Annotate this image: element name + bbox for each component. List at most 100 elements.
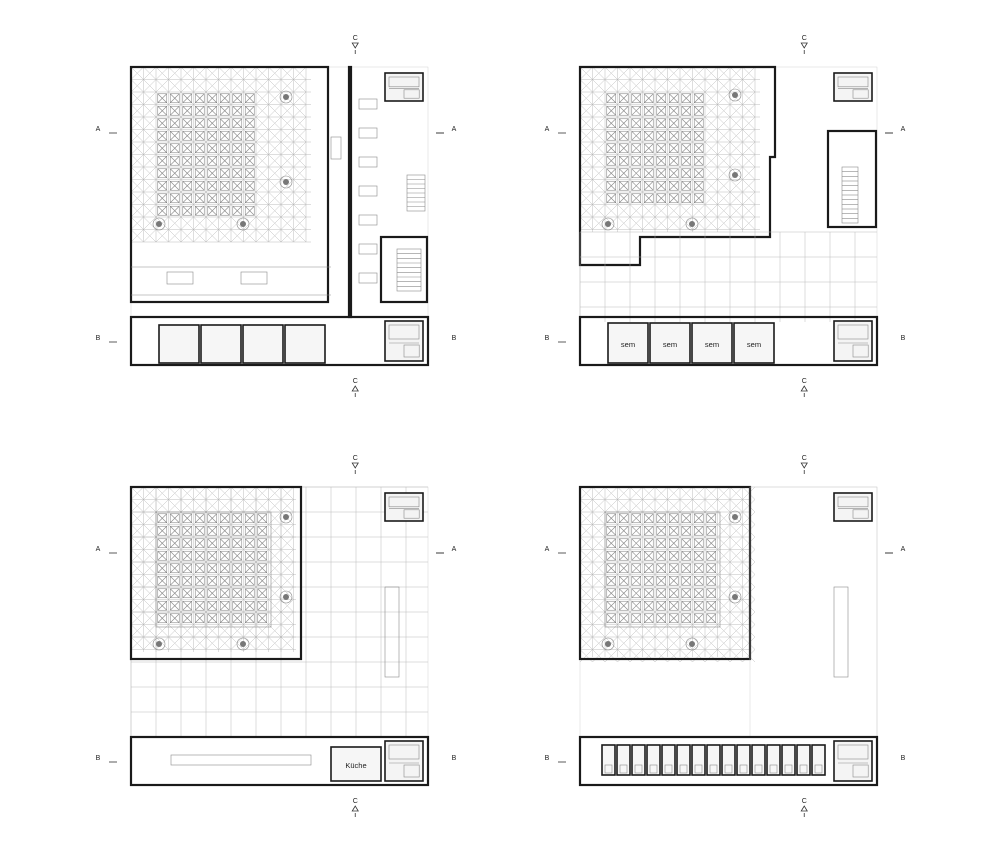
seminar-room-label: sem <box>747 340 761 349</box>
hall-wall <box>129 485 303 661</box>
guest-cell <box>691 744 706 776</box>
parking-bay <box>358 185 378 197</box>
column <box>685 217 699 231</box>
vehicle <box>330 136 342 160</box>
cut-label-right-b: B <box>901 755 906 762</box>
seminar-room-label: sem <box>621 340 635 349</box>
service-core <box>833 72 873 102</box>
hall-wall <box>578 65 777 267</box>
section-marker: C <box>351 455 359 474</box>
cut-label-left-b: B <box>545 335 550 342</box>
guest-cell <box>781 744 796 776</box>
column <box>728 168 742 182</box>
svg-text:C: C <box>802 455 807 462</box>
guest-cell <box>631 744 646 776</box>
seminar-room <box>733 322 775 364</box>
cut-label-right-b: B <box>901 335 906 342</box>
section-marker: C <box>800 35 808 54</box>
room-row <box>129 315 430 367</box>
svg-text:C: C <box>802 378 807 385</box>
parking-bay <box>358 127 378 139</box>
seminar-room <box>691 322 733 364</box>
svg-text:C: C <box>353 798 358 805</box>
cut-label-right-a: A <box>452 126 457 133</box>
cut-label-right-a: A <box>901 546 906 553</box>
bench <box>240 271 268 285</box>
cut-label-right-b: B <box>452 755 457 762</box>
stair <box>396 248 422 292</box>
ceiling-coffers <box>157 93 255 216</box>
seminar-room <box>607 322 649 364</box>
column <box>728 88 742 102</box>
ceiling-coffers <box>157 513 268 624</box>
skylight <box>384 586 400 678</box>
room <box>158 324 200 364</box>
kitchen <box>330 746 382 782</box>
column <box>601 637 615 651</box>
guest-cell <box>661 744 676 776</box>
stair-enclosure <box>826 129 878 229</box>
ceiling-coffers <box>606 513 717 624</box>
room <box>200 324 242 364</box>
seminar-room-label: sem <box>663 340 677 349</box>
ceiling-coffers <box>606 93 704 204</box>
svg-text:C: C <box>353 35 358 42</box>
service-core <box>833 320 873 362</box>
stair <box>841 166 859 224</box>
room <box>284 324 326 364</box>
cut-label-left-a: A <box>96 126 101 133</box>
cut-label-right-b: B <box>452 335 457 342</box>
long-table <box>170 754 312 766</box>
room-row <box>578 735 879 787</box>
kitchen-label: Küche <box>345 761 366 770</box>
column <box>685 637 699 651</box>
column <box>279 175 293 189</box>
column <box>236 637 250 651</box>
cut-label-left-b: B <box>545 755 550 762</box>
section-marker: C <box>351 798 359 817</box>
column <box>279 510 293 524</box>
service-core <box>384 320 424 362</box>
bench <box>166 271 194 285</box>
column <box>152 217 166 231</box>
service-core <box>384 740 424 782</box>
skylight <box>833 586 849 678</box>
section-marker: C <box>351 378 359 397</box>
cut-label-left-b: B <box>96 335 101 342</box>
guest-cell <box>706 744 721 776</box>
guest-cell <box>736 744 751 776</box>
parking-bay <box>358 98 378 110</box>
service-core <box>384 72 424 102</box>
section-marker: C <box>800 798 808 817</box>
service-core <box>384 492 424 522</box>
column <box>152 637 166 651</box>
guest-cell <box>676 744 691 776</box>
column <box>279 90 293 104</box>
guest-cell <box>601 744 616 776</box>
stair <box>406 174 426 212</box>
seminar-room-label: sem <box>705 340 719 349</box>
column <box>728 590 742 604</box>
partition <box>347 65 353 319</box>
svg-text:C: C <box>353 455 358 462</box>
ceiling-frame <box>604 511 721 628</box>
guest-cell <box>766 744 781 776</box>
ceiling-frame <box>155 511 272 628</box>
service-core <box>833 740 873 782</box>
cut-label-left-b: B <box>96 755 101 762</box>
guest-cell <box>796 744 811 776</box>
cut-label-right-a: A <box>901 126 906 133</box>
parking-bay <box>358 214 378 226</box>
guest-cell <box>811 744 826 776</box>
structural-grid <box>579 486 756 663</box>
exterior-wall <box>129 65 330 304</box>
guest-cell <box>751 744 766 776</box>
column <box>279 590 293 604</box>
guest-cell <box>721 744 736 776</box>
parking-bay <box>358 272 378 284</box>
section-marker: C <box>800 455 808 474</box>
structural-grid <box>579 231 877 322</box>
service-core <box>833 492 873 522</box>
